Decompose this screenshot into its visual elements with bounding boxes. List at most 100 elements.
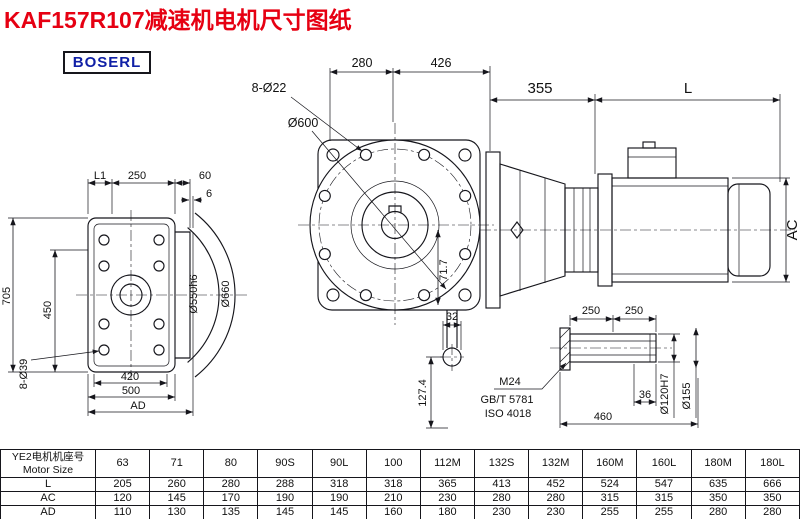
dim-250a-label: 250 [582, 305, 600, 317]
dim-71_7-label: 71.7 [438, 259, 450, 280]
dim-8xO39-label: 8-Ø39 [18, 359, 30, 390]
size-col-header: 180M [690, 449, 746, 478]
shaft-body [569, 333, 657, 363]
flange-arc-660 [194, 212, 236, 378]
dim-value: 180 [419, 505, 475, 519]
mounting-plate [87, 217, 176, 373]
dim-280-label: 280 [352, 56, 373, 70]
dim-250b-label: 250 [625, 305, 643, 317]
motor-size-header-en: Motor Size [22, 463, 74, 476]
dim-value: 547 [636, 477, 692, 492]
terminal-box [627, 147, 677, 179]
page-title: KAF157R107减速机电机尺寸图纸 [4, 7, 352, 33]
dim-155-label: Ø155 [681, 383, 693, 410]
row-label: AD [0, 505, 96, 519]
dim-value: 145 [149, 491, 205, 506]
size-col-header: 90S [257, 449, 313, 478]
size-col-header: 132S [473, 449, 530, 478]
dim-600-label: Ø600 [288, 116, 319, 130]
dim-value: 280 [473, 491, 530, 506]
dim-6-label: 6 [206, 188, 212, 200]
dim-value: 135 [203, 505, 259, 519]
dim-value: 350 [744, 491, 800, 506]
dim-value: 230 [528, 505, 584, 519]
dim-value: 666 [744, 477, 800, 492]
dim-value: 145 [311, 505, 367, 519]
dim-355-label: 355 [527, 80, 552, 97]
mounting-holes [98, 234, 165, 356]
size-col-header: 80 [203, 449, 259, 478]
dim-value: 260 [149, 477, 205, 492]
dim-value: 288 [257, 477, 313, 492]
size-col-header: 160L [636, 449, 692, 478]
dim-value: 255 [582, 505, 638, 519]
flange-arc-550 [187, 227, 220, 363]
dim-250-label: 250 [128, 170, 146, 182]
size-col-header: 90L [311, 449, 367, 478]
dim-550h6-label: Ø550h6 [188, 274, 200, 313]
dim-32-label: 32 [446, 311, 458, 323]
technical-drawing: L1 250 60 6 705 450 8-Ø39 Ø550h6 Ø660 42… [1, 56, 800, 429]
dim-ad-label: AD [130, 400, 145, 412]
dim-value: 280 [528, 491, 584, 506]
dim-value: 318 [365, 477, 421, 492]
dim-value: 315 [582, 491, 638, 506]
dim-60-label: 60 [199, 170, 211, 182]
dim-value: 170 [203, 491, 259, 506]
dim-value: 280 [203, 477, 259, 492]
dim-500-label: 500 [122, 385, 140, 397]
dim-value: 255 [636, 505, 692, 519]
iso-spec-label: ISO 4018 [485, 408, 531, 420]
dim-value: 635 [690, 477, 746, 492]
dim-value: 190 [257, 491, 313, 506]
size-col-header: 63 [94, 449, 151, 478]
motor-size-header-cn: YE2电机机座号 [11, 450, 85, 463]
dim-705-label: 705 [1, 287, 13, 305]
dim-127_4-label: 127.4 [417, 379, 429, 407]
dim-value: 190 [311, 491, 367, 506]
dim-value: 452 [528, 477, 584, 492]
front-view: Ø600 8-Ø22 280 426 71.7 32 127.4 [252, 56, 494, 429]
dim-value: 318 [311, 477, 367, 492]
row-label: AC [0, 491, 96, 506]
dim-36-label: 36 [639, 389, 651, 401]
dim-value: 280 [744, 505, 800, 519]
gearbox-body [499, 163, 566, 297]
size-col-header: 112M [419, 449, 475, 478]
dim-450-label: 450 [42, 301, 54, 319]
gbt-spec-label: GB/T 5781 [481, 394, 534, 406]
dim-value: 210 [365, 491, 421, 506]
dim-value: 110 [94, 505, 151, 519]
dim-660-label: Ø660 [220, 281, 232, 308]
flange-edge [175, 231, 191, 359]
side-view: 355 L AC [480, 80, 800, 309]
dim-420-label: 420 [121, 371, 139, 383]
size-col-header: 132M [528, 449, 584, 478]
dim-value: 120 [94, 491, 151, 506]
dim-value: 145 [257, 505, 313, 519]
dim-value: 205 [94, 477, 151, 492]
size-col-header: 100 [365, 449, 421, 478]
dim-426-label: 426 [431, 56, 452, 70]
dim-8xO22-label: 8-Ø22 [252, 81, 287, 95]
dim-120H7-label: Ø120H7 [659, 374, 671, 415]
fan-cover [727, 183, 771, 277]
left-view: L1 250 60 6 705 450 8-Ø39 Ø550h6 Ø660 42… [1, 170, 248, 416]
shaft-detail: 250 250 M24 GB/T 5781 ISO 4018 36 460 Ø1… [481, 305, 699, 428]
dim-460-label: 460 [594, 411, 612, 423]
dim-value: 230 [473, 505, 530, 519]
dim-value: 524 [582, 477, 638, 492]
dim-L-label: L [684, 80, 692, 97]
dim-value: 130 [149, 505, 205, 519]
center-bore [110, 274, 152, 316]
dim-AC-label: AC [784, 219, 800, 240]
row-label: L [0, 477, 96, 492]
dim-value: 413 [473, 477, 530, 492]
dim-value: 160 [365, 505, 421, 519]
